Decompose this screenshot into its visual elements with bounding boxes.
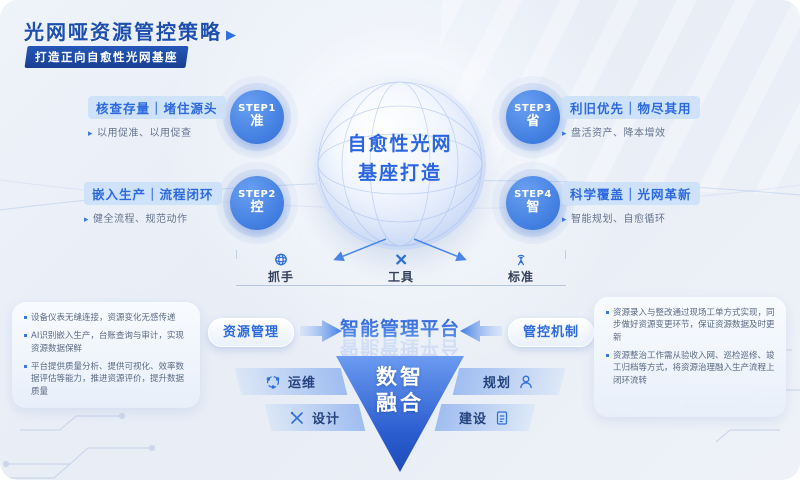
ribbon-planning: 规划 <box>452 368 566 395</box>
document-icon <box>497 410 508 425</box>
step2-bullet: 健全流程、规范动作 <box>84 210 222 225</box>
left-note-3: 平台提供质量分析、提供可视化、效率数据评估等能力，推进资源评价，提升数据质量 <box>23 361 189 398</box>
step2-keyword: 控 <box>250 200 264 215</box>
title-arrow-icon: ▶ <box>226 28 238 43</box>
step4-block: 科学覆盖｜光网革新 智能规划、自愈循环 <box>562 182 700 225</box>
pen-ruler-icon <box>291 411 304 424</box>
signal-tower-icon <box>517 254 525 266</box>
sphere-title: 自愈性光网基座打造 <box>347 133 453 185</box>
step1-label: STEP1 <box>238 103 276 114</box>
ribbon-planning-label: 规划 <box>483 376 512 391</box>
left-note-1: 设备仪表无缝连接，资源变化无感传递 <box>23 312 189 324</box>
control-mechanism-button[interactable]: 管控机制 <box>508 318 594 347</box>
right-notes-panel: 资源录入与整改通过现场工单方式实现，同步做好资源变更环节，保证资源数据及时更新 … <box>594 297 786 417</box>
step3-block: 利旧优先｜物尽其用 盘活资产、降本增效 <box>562 96 700 139</box>
pillar-tools: 工具 <box>388 252 414 285</box>
step4-bullet: 智能规划、自愈循环 <box>562 210 700 225</box>
step3-label: STEP3 <box>514 103 552 114</box>
right-note-2: 资源整治工作需从验收入网、巡检巡修、竣工归档等方式，将资源治理融入生产流程上闭环… <box>605 350 775 387</box>
step1-heading: 核查存量｜堵住源头 <box>88 96 226 119</box>
step2-heading: 嵌入生产｜流程闭环 <box>84 182 222 205</box>
step2-block: 嵌入生产｜流程闭环 健全流程、规范动作 <box>84 182 222 225</box>
step1-bullet: 以用促准、以用促查 <box>88 124 226 139</box>
globe-gear-icon <box>275 253 287 266</box>
step4-badge: STEP4 智 <box>506 176 560 230</box>
subtitle-badge: 打造正向自愈性光网基座 <box>24 46 189 68</box>
ribbon-construction-label: 建设 <box>459 412 488 427</box>
ribbon-operations-label: 运维 <box>288 376 317 391</box>
pillar-standard: 标准 <box>508 252 534 285</box>
left-note-2: AI识别嵌入生产，台账查询与审计，实现资源数据保鲜 <box>23 330 189 355</box>
ribbon-design: 设计 <box>264 404 366 431</box>
step4-heading: 科学覆盖｜光网革新 <box>562 182 700 205</box>
pillar-tools-label: 工具 <box>387 270 414 284</box>
resource-management-button[interactable]: 资源管理 <box>208 318 294 347</box>
step3-bullet: 盘活资产、降本增效 <box>562 124 700 139</box>
step3-keyword: 省 <box>526 114 540 129</box>
left-notes-panel: 设备仪表无缝连接，资源变化无感传递 AI识别嵌入生产，台账查询与审计，实现资源数… <box>12 302 200 408</box>
sync-nodes-icon <box>267 375 280 389</box>
step1-badge: STEP1 准 <box>230 90 284 144</box>
page-title: 光网哑资源管控策略▶ <box>24 20 238 44</box>
step4-label: STEP4 <box>514 189 552 200</box>
right-note-1: 资源录入与整改通过现场工单方式实现，同步做好资源变更环节，保证资源数据及时更新 <box>605 307 775 344</box>
fusion-funnel-title: 数智融合 <box>376 365 424 416</box>
pillar-grip: 抓手 <box>268 252 294 285</box>
person-icon <box>520 375 533 388</box>
crossed-tools-icon <box>396 254 407 265</box>
ribbon-construction: 建设 <box>434 404 536 431</box>
step1-keyword: 准 <box>250 114 264 129</box>
pillar-grip-label: 抓手 <box>268 270 295 284</box>
ribbon-design-label: 设计 <box>312 412 341 427</box>
step3-heading: 利旧优先｜物尽其用 <box>562 96 700 119</box>
ribbon-operations: 运维 <box>234 368 348 395</box>
pillar-standard-label: 标准 <box>507 270 534 284</box>
central-globe: 自愈性光网基座打造 <box>314 78 486 250</box>
platform-title: 智能管理平台 <box>318 314 482 341</box>
globe-wireframe-icon <box>317 81 483 247</box>
step2-badge: STEP2 控 <box>230 176 284 230</box>
step2-label: STEP2 <box>238 189 276 200</box>
pillars-row: 抓手 工具 标准 <box>236 250 566 286</box>
step3-badge: STEP3 省 <box>506 90 560 144</box>
step4-keyword: 智 <box>526 200 540 215</box>
step1-block: 核查存量｜堵住源头 以用促准、以用促查 <box>88 96 226 139</box>
